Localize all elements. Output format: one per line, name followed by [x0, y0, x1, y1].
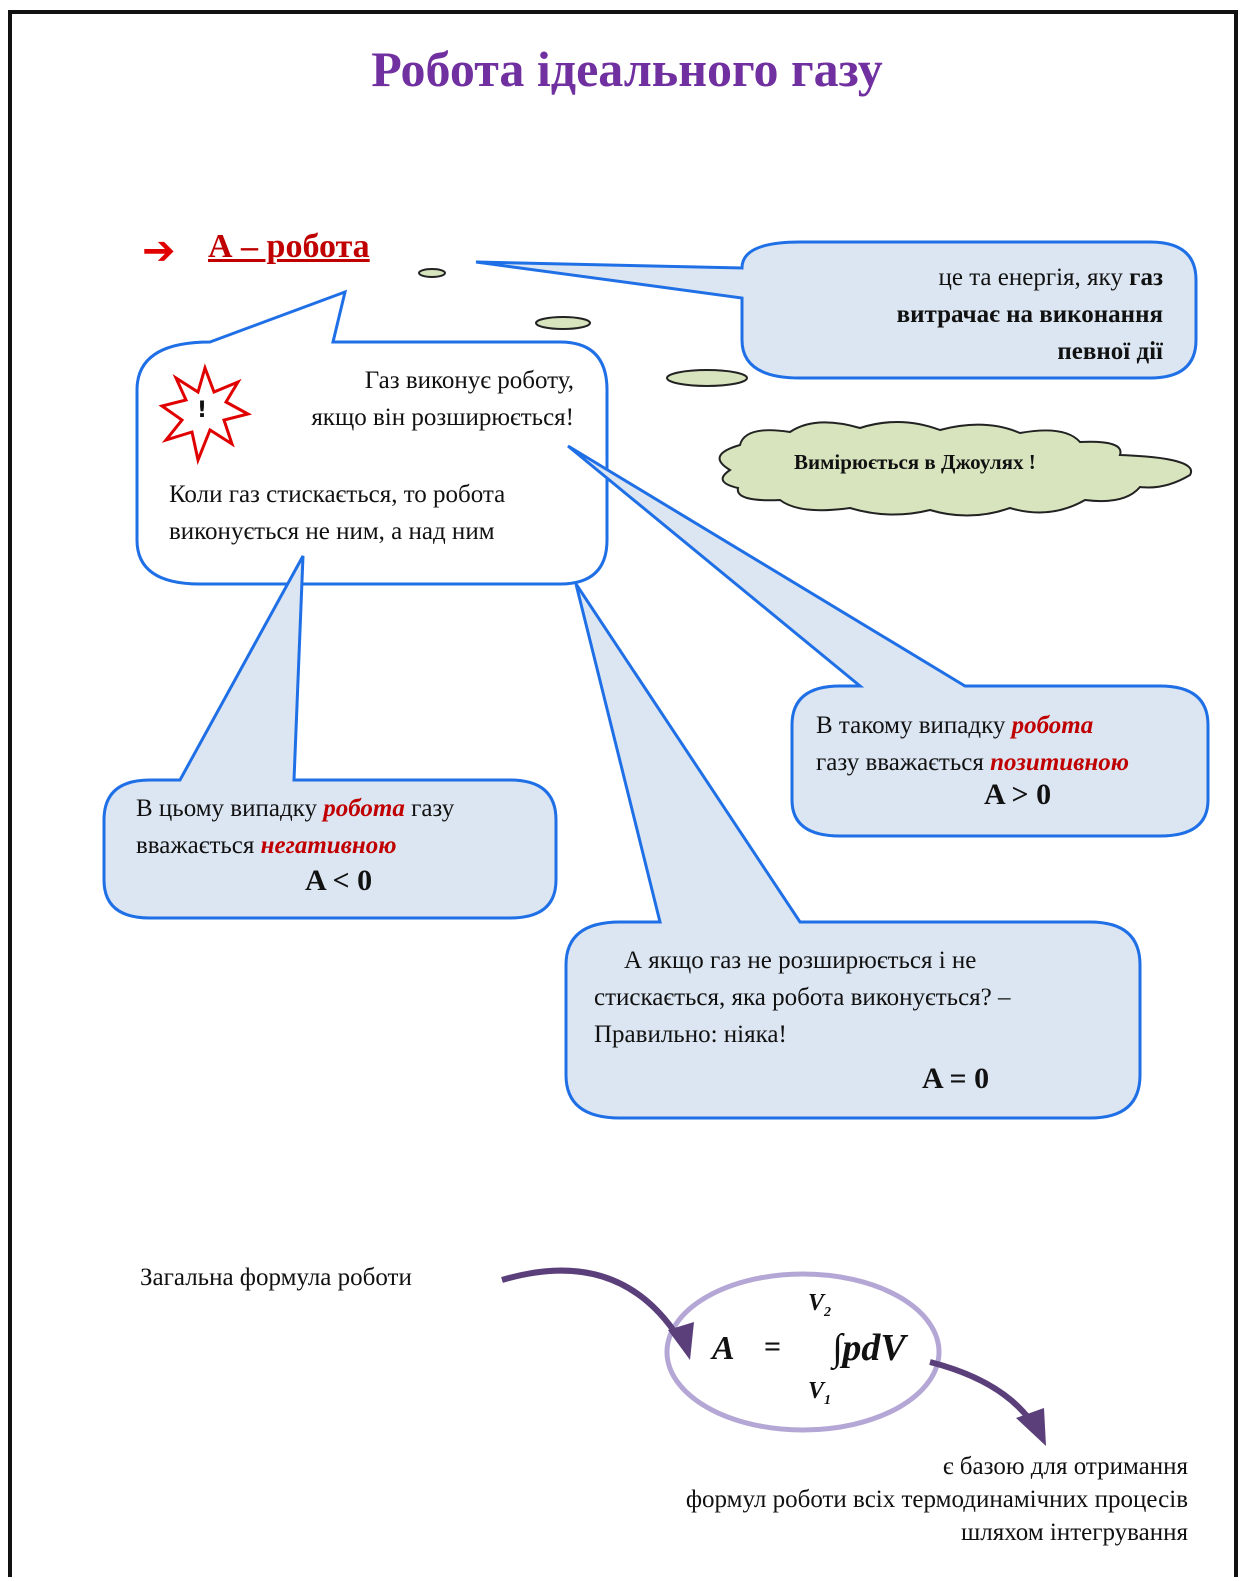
main-bubble-compress: Коли газ стискається, то робота виконуєт…	[169, 476, 589, 550]
formula-lower-v: V	[808, 1378, 825, 1404]
positive-em1: робота	[1011, 712, 1094, 739]
main-line1: Газ виконує роботу,	[364, 367, 574, 394]
arrow-from-formula	[929, 1359, 1033, 1422]
exclamation-burst	[158, 363, 253, 466]
measure-text: Вимірюється в Джоулях !	[794, 450, 1036, 474]
footer-line2: формул роботи всіх термодинамічних проце…	[685, 1486, 1188, 1513]
arrow-to-formula	[501, 1267, 683, 1342]
zero-line1: А якщо газ не розширюється і не	[624, 947, 977, 974]
formula-lower-limit: V1	[808, 1378, 831, 1409]
thought-dot-3	[666, 369, 748, 387]
zero-formula: A = 0	[922, 1062, 990, 1095]
section-heading: А – робота	[208, 228, 370, 265]
formula-lower-sub: 1	[824, 1392, 832, 1408]
positive-pre2: газу вважається	[816, 749, 991, 776]
formula-upper-sub: 2	[824, 1304, 832, 1320]
definition-text: це та енергія, яку газ витрачає на викон…	[760, 259, 1163, 370]
zero-text: А якщо газ не розширюється і не стискаєт…	[594, 942, 1114, 1053]
formula-ellipse	[664, 1271, 942, 1433]
main-line2: якщо він розширюється!	[311, 404, 574, 431]
definition-part3: певної дії	[1057, 338, 1163, 365]
zero-bubble	[564, 583, 1142, 1120]
exclamation-mark: !	[197, 398, 208, 423]
negative-bubble	[102, 555, 558, 920]
page-frame	[8, 10, 1238, 1577]
positive-bubble	[567, 444, 1210, 838]
measure-cloud	[718, 421, 1193, 517]
thought-dot-2	[535, 316, 591, 330]
formula-lhs: A	[712, 1330, 735, 1367]
negative-pre: В цьому випадку	[136, 795, 324, 822]
red-arrow-icon: ➔	[142, 228, 176, 274]
definition-bold: газ	[1129, 264, 1163, 291]
negative-post1: газу	[404, 795, 455, 822]
zero-line3: Правильно: ніяка!	[594, 1021, 787, 1048]
positive-em2: позитивною	[990, 749, 1129, 776]
negative-formula: A < 0	[305, 864, 373, 897]
negative-text: В цьому випадку робота газу вважається н…	[136, 790, 536, 864]
zero-line2: стискається, яка робота виконується? –	[594, 984, 1011, 1011]
footer-text: є базою для отримання формул роботи всіх…	[560, 1450, 1188, 1549]
positive-formula: A > 0	[984, 778, 1052, 811]
main-bubble	[135, 289, 609, 586]
definition-part1: це та енергія, яку	[938, 264, 1130, 291]
formula-eq: =	[764, 1330, 782, 1363]
formula-upper-v: V	[808, 1290, 825, 1316]
negative-pre2: вважається	[136, 832, 261, 859]
positive-pre: В такому випадку	[816, 712, 1012, 739]
footer-line3: шляхом інтегрування	[961, 1519, 1188, 1546]
negative-em1: робота	[323, 795, 405, 822]
general-formula-label: Загальна формула роботи	[140, 1264, 412, 1291]
positive-text: В такому випадку робота газу вважається …	[816, 707, 1196, 781]
definition-bubble	[475, 240, 1198, 380]
page-title: Робота ідеального газу	[371, 41, 883, 97]
thought-dot-1	[418, 268, 446, 278]
formula-integral: ∫pdV	[832, 1327, 906, 1369]
main-line4: виконується не ним, а над ним	[169, 518, 495, 545]
footer-line1: є базою для отримання	[942, 1453, 1188, 1480]
main-line3: Коли газ стискається, то робота	[169, 481, 506, 508]
definition-part2: витрачає на виконання	[896, 301, 1163, 328]
formula-upper-limit: V2	[808, 1290, 831, 1321]
main-bubble-expand: Газ виконує роботу, якщо він розширюєтьс…	[240, 362, 574, 436]
negative-em2: негативною	[260, 832, 397, 859]
